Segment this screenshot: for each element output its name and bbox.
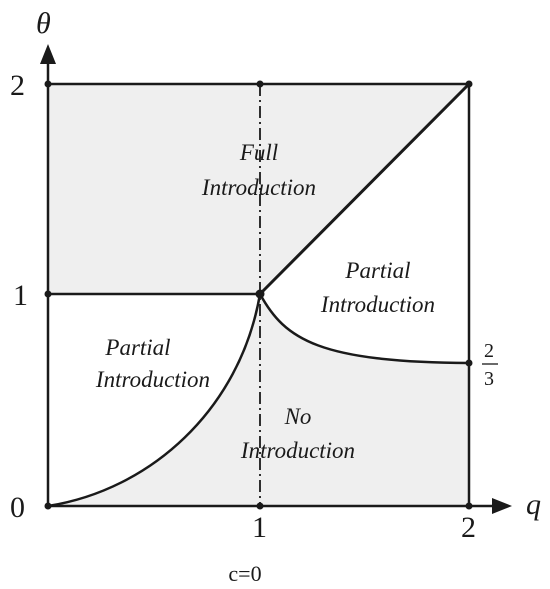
x-tick-1: 1 bbox=[252, 511, 267, 544]
full-introduction-label-2: Introduction bbox=[201, 175, 316, 200]
right-curve-boundary bbox=[258, 293, 470, 365]
no-introduction-region bbox=[48, 294, 469, 506]
point-q1-axis bbox=[256, 502, 264, 510]
y-axis-label: θ bbox=[36, 7, 51, 40]
y-tick-2: 2 bbox=[10, 69, 25, 102]
x-axis-label: q bbox=[526, 488, 541, 521]
point-top-right bbox=[465, 80, 473, 88]
fraction-denominator: 3 bbox=[484, 368, 494, 390]
full-introduction-label-1: Full bbox=[239, 140, 278, 165]
point-center bbox=[255, 289, 265, 299]
left-curve-boundary bbox=[47, 293, 262, 508]
x-tick-2: 2 bbox=[461, 511, 476, 544]
x-axis-arrow bbox=[492, 498, 512, 514]
point-top-q1 bbox=[256, 80, 264, 88]
partial-introduction-right-label-2: Introduction bbox=[320, 292, 435, 317]
point-origin bbox=[44, 502, 52, 510]
diagonal-boundary bbox=[258, 82, 471, 296]
full-introduction-region bbox=[48, 84, 469, 294]
partial-introduction-left-label-2: Introduction bbox=[95, 367, 210, 392]
partial-introduction-right-label-1: Partial bbox=[344, 258, 410, 283]
y-axis-arrow bbox=[40, 44, 56, 64]
fraction-numerator: 2 bbox=[484, 340, 494, 362]
point-theta2 bbox=[44, 80, 52, 88]
parameter-caption: c=0 bbox=[228, 561, 261, 586]
x-tick-0: 0 bbox=[10, 491, 25, 524]
no-introduction-label-2: Introduction bbox=[240, 438, 355, 463]
no-introduction-label-1: No bbox=[284, 404, 312, 429]
y-tick-1: 1 bbox=[13, 279, 28, 312]
partial-introduction-left-label-1: Partial bbox=[104, 335, 170, 360]
point-two-thirds bbox=[465, 359, 473, 367]
point-q2-axis bbox=[465, 502, 473, 510]
point-theta1 bbox=[44, 290, 52, 298]
